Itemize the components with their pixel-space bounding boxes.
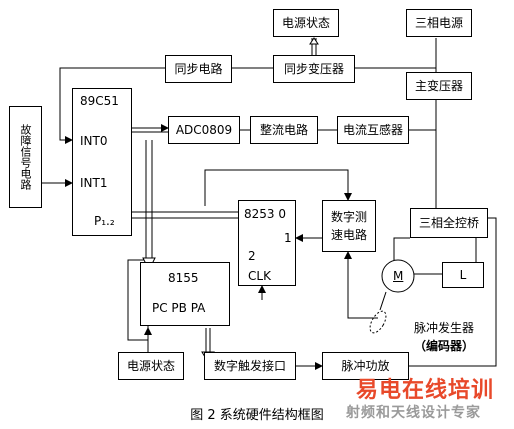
watermark-subtitle: 射频和天线设计专家 xyxy=(346,405,481,421)
motor-label: M xyxy=(393,269,404,283)
current-transformer-label: 电流互感器 xyxy=(342,123,403,137)
mcu-box xyxy=(72,88,132,236)
timer-pin2: 2 xyxy=(248,249,256,263)
pulse-gen-label: 脉冲发生器 xyxy=(414,321,475,335)
speed-circuit-box: 数字测 速电路 xyxy=(322,200,376,252)
encoder-disk xyxy=(369,310,387,334)
three-phase-power-label: 三相电源 xyxy=(414,16,463,30)
mcu-title: 89C51 xyxy=(80,94,119,108)
speed-circuit-line1: 数字测 xyxy=(330,210,367,224)
timer-title: 8253 0 xyxy=(244,207,286,221)
mcu-int0-label: INT0 xyxy=(80,134,108,148)
pulse-gen-sublabel: （编码器） xyxy=(414,339,475,353)
timer-pin1: 1 xyxy=(284,231,292,245)
motor-circle xyxy=(381,259,415,293)
rectifier-label: 整流电路 xyxy=(259,123,308,137)
adc-box: ADC0809 xyxy=(168,116,240,144)
timer-clk: CLK xyxy=(248,269,271,283)
mcu-p12-label: P₁.₂ xyxy=(94,214,115,228)
fault-signal-box: 故障信号电路 xyxy=(9,106,42,208)
trigger-interface-box: 数字触发接口 xyxy=(204,352,296,380)
timer-box xyxy=(238,200,296,286)
load-label: L xyxy=(459,268,467,282)
sync-transformer-label: 同步变压器 xyxy=(283,62,344,76)
adc-label: ADC0809 xyxy=(175,123,233,137)
mcu-int1-label: INT1 xyxy=(80,176,108,190)
pio-title: 8155 xyxy=(168,271,199,285)
rectifier-box: 整流电路 xyxy=(250,116,318,144)
trigger-interface-label: 数字触发接口 xyxy=(213,359,286,373)
sync-circuit-label: 同步电路 xyxy=(174,62,223,76)
bridge-box: 三相全控桥 xyxy=(410,208,488,238)
pulse-amp-box: 脉冲功放 xyxy=(322,352,409,380)
pulse-amp-label: 脉冲功放 xyxy=(341,359,390,373)
power-status-bottom-box: 电源状态 xyxy=(118,352,184,380)
speed-circuit-line2: 速电路 xyxy=(330,228,367,242)
power-status-bottom-label: 电源状态 xyxy=(126,359,175,373)
sync-transformer-box: 同步变压器 xyxy=(273,55,355,83)
load-box: L xyxy=(442,262,484,288)
current-transformer-box: 电流互感器 xyxy=(337,116,409,144)
pio-ports: PC PB PA xyxy=(152,301,206,315)
power-status-top-label: 电源状态 xyxy=(281,16,330,30)
figure-caption: 图 2 系统硬件结构框图 xyxy=(190,408,324,423)
sync-circuit-box: 同步电路 xyxy=(165,55,232,83)
main-transformer-box: 主变压器 xyxy=(406,72,472,100)
fault-signal-label: 故障信号电路 xyxy=(19,124,32,190)
watermark-brand: 易电在线培训 xyxy=(356,378,495,403)
power-status-top-box: 电源状态 xyxy=(273,9,339,37)
pio-box xyxy=(140,262,230,326)
three-phase-power-box: 三相电源 xyxy=(406,9,472,37)
main-transformer-label: 主变压器 xyxy=(414,79,463,93)
bridge-label: 三相全控桥 xyxy=(418,216,479,230)
